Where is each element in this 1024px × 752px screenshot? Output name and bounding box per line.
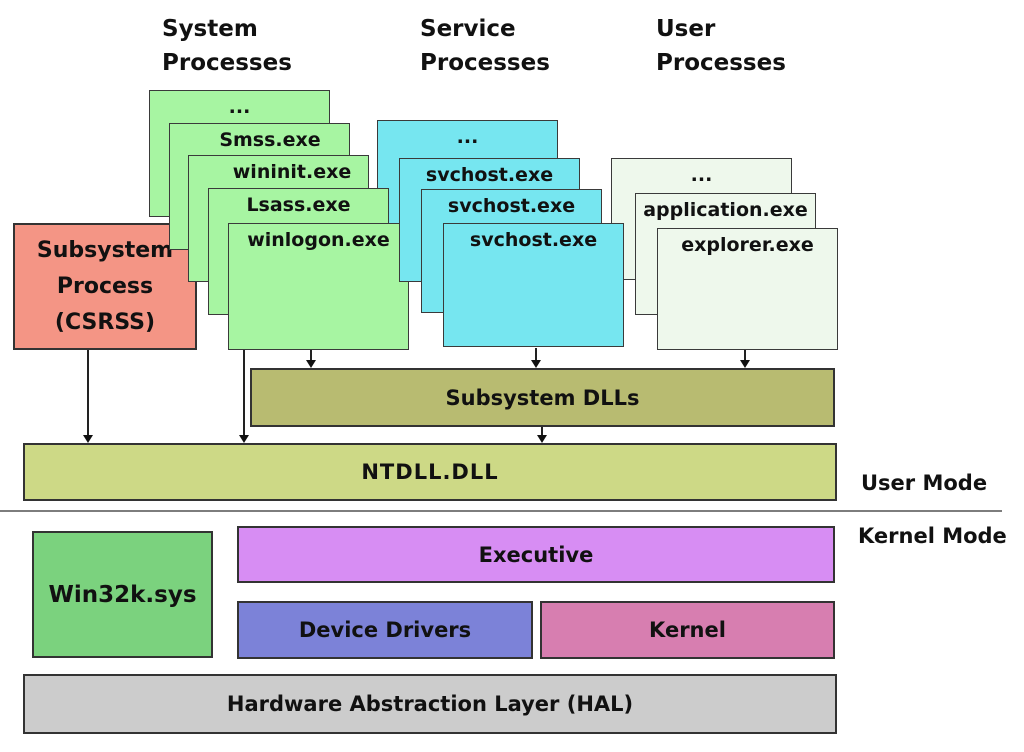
kernel-mode-label: Kernel Mode xyxy=(858,524,1007,548)
csrss-line: Process xyxy=(56,273,154,299)
arrowhead-icon xyxy=(740,360,750,368)
user-mode-label: User Mode xyxy=(861,471,988,495)
header-line: Service xyxy=(420,16,516,42)
box-hal: Hardware Abstraction Layer (HAL) xyxy=(23,674,837,734)
arrowhead-icon xyxy=(531,360,541,368)
arrow-subsystem-dlls-to-ntdll xyxy=(537,427,547,443)
column-header-user-processes: User Processes xyxy=(656,12,786,80)
box-label: Kernel xyxy=(649,618,726,642)
box-subsystem-process-csrss: Subsystem Process (CSRSS) xyxy=(13,223,197,350)
box-label: NTDLL.DLL xyxy=(361,460,499,484)
card-winlogon: winlogon.exe xyxy=(228,223,409,350)
column-header-service-processes: Service Processes xyxy=(420,12,550,80)
arrow-csrss-to-ntdll xyxy=(83,350,93,443)
box-ntdll: NTDLL.DLL xyxy=(23,443,837,501)
box-executive: Executive xyxy=(237,526,835,583)
header-line: Processes xyxy=(420,50,550,76)
user-kernel-mode-divider xyxy=(0,510,1002,512)
arrow-svchost-to-subsystem-dlls xyxy=(531,348,541,368)
box-kernel: Kernel xyxy=(540,601,835,659)
card-svchost-3: svchost.exe xyxy=(443,223,624,347)
column-header-system-processes: System Processes xyxy=(162,12,292,80)
card-explorer: explorer.exe xyxy=(657,228,838,350)
arrowhead-icon xyxy=(306,360,316,368)
csrss-line: Subsystem xyxy=(36,237,174,263)
box-label: Device Drivers xyxy=(298,618,472,642)
box-label: Executive xyxy=(478,542,594,567)
box-label: Win32k.sys xyxy=(48,581,197,608)
arrowhead-icon xyxy=(537,435,547,443)
box-win32k: Win32k.sys xyxy=(32,531,213,658)
header-line: User xyxy=(656,16,716,42)
arrow-explorer-to-subsystem-dlls xyxy=(740,350,750,368)
box-subsystem-dlls: Subsystem DLLs xyxy=(250,368,835,427)
box-label: Subsystem DLLs xyxy=(445,385,640,410)
box-device-drivers: Device Drivers xyxy=(237,601,533,659)
arrow-winlogon-to-ntdll xyxy=(239,350,249,443)
header-line: System xyxy=(162,16,258,42)
arrowhead-icon xyxy=(239,435,249,443)
box-label: Hardware Abstraction Layer (HAL) xyxy=(226,692,634,716)
arrow-winlogon-to-subsystem-dlls xyxy=(306,350,316,368)
arrowhead-icon xyxy=(83,435,93,443)
csrss-line: (CSRSS) xyxy=(54,309,156,335)
header-line: Processes xyxy=(162,50,292,76)
header-line: Processes xyxy=(656,50,786,76)
